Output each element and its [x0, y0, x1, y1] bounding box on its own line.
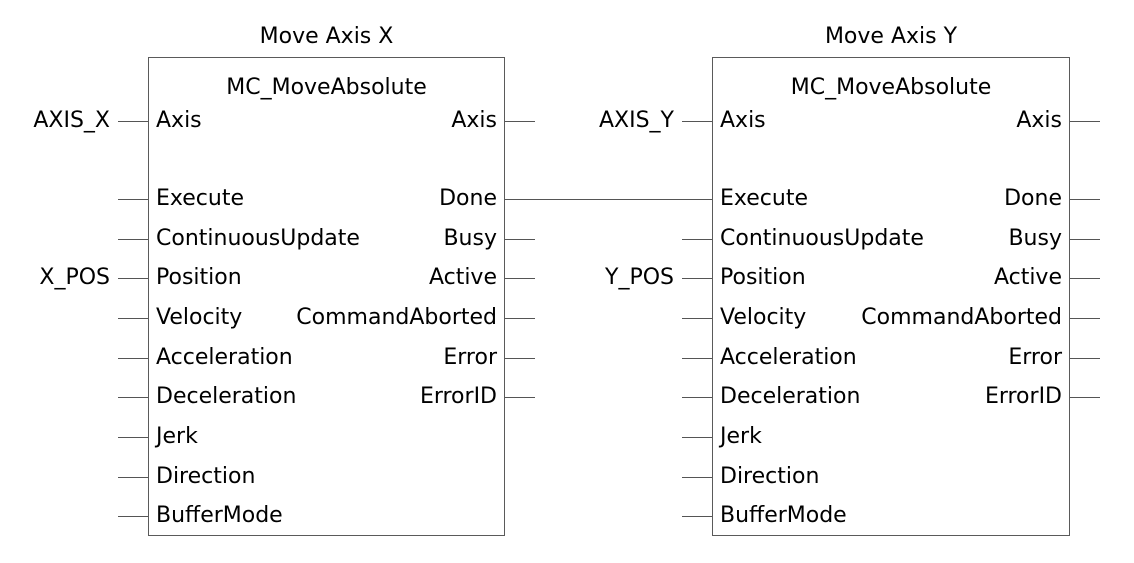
- output-pin-label-axis-y-axis: Axis: [1016, 108, 1062, 133]
- output-pin-label-axis-y-done: Done: [1004, 186, 1062, 211]
- output-pin-label-axis-x-busy: Busy: [443, 226, 497, 251]
- output-wire-axis-y-commandaborted[interactable]: [1070, 318, 1100, 319]
- block-title-move-axis-y: Move Axis Y: [824, 24, 958, 49]
- block-type-move-axis-y: MC_MoveAbsolute: [790, 75, 992, 100]
- connection-wire-done-to-execute[interactable]: [505, 199, 712, 200]
- output-pin-label-axis-y-busy: Busy: [1008, 226, 1062, 251]
- input-pin-label-axis-x-axis: Axis: [156, 108, 202, 133]
- input-wire-axis-x-velocity[interactable]: [118, 318, 148, 319]
- input-pin-label-axis-y-acceleration: Acceleration: [720, 345, 857, 370]
- input-wire-axis-y-deceleration[interactable]: [682, 397, 712, 398]
- input-pin-label-axis-y-execute: Execute: [720, 186, 808, 211]
- output-pin-label-axis-x-error: Error: [443, 345, 497, 370]
- input-wire-axis-x-jerk[interactable]: [118, 437, 148, 438]
- output-wire-axis-x-errorid[interactable]: [505, 397, 535, 398]
- output-wire-axis-x-busy[interactable]: [505, 239, 535, 240]
- output-pin-label-axis-x-axis: Axis: [451, 108, 497, 133]
- output-wire-axis-x-commandaborted[interactable]: [505, 318, 535, 319]
- input-wire-axis-x-acceleration[interactable]: [118, 358, 148, 359]
- input-wire-axis-y-continuousupdate[interactable]: [682, 239, 712, 240]
- input-wire-axis-x-buffermode[interactable]: [118, 516, 148, 517]
- block-title-move-axis-x: Move Axis X: [259, 24, 394, 49]
- output-wire-axis-x-active[interactable]: [505, 278, 535, 279]
- output-wire-axis-y-error[interactable]: [1070, 358, 1100, 359]
- input-wire-axis-y-position[interactable]: [682, 278, 712, 279]
- input-wire-axis-x-direction[interactable]: [118, 477, 148, 478]
- input-pin-label-axis-y-buffermode: BufferMode: [720, 503, 847, 528]
- input-pin-label-axis-x-velocity: Velocity: [156, 305, 243, 330]
- output-pin-label-axis-y-active: Active: [993, 265, 1062, 290]
- output-wire-axis-y-busy[interactable]: [1070, 239, 1100, 240]
- input-wire-axis-y-velocity[interactable]: [682, 318, 712, 319]
- input-pin-label-axis-y-continuousupdate: ContinuousUpdate: [720, 226, 924, 251]
- output-wire-axis-y-errorid[interactable]: [1070, 397, 1100, 398]
- input-pin-label-axis-x-position: Position: [156, 265, 242, 290]
- output-wire-axis-x-axis[interactable]: [505, 121, 535, 122]
- input-pin-label-axis-x-execute: Execute: [156, 186, 244, 211]
- output-wire-axis-y-axis[interactable]: [1070, 121, 1100, 122]
- output-wire-axis-y-active[interactable]: [1070, 278, 1100, 279]
- output-pin-label-axis-y-error: Error: [1008, 345, 1062, 370]
- input-wire-axis-y-jerk[interactable]: [682, 437, 712, 438]
- input-pin-label-axis-y-axis: Axis: [720, 108, 766, 133]
- output-wire-axis-x-error[interactable]: [505, 358, 535, 359]
- variable-label-y-pos[interactable]: Y_POS: [605, 265, 674, 290]
- output-pin-label-axis-x-done: Done: [439, 186, 497, 211]
- output-pin-label-axis-y-errorid: ErrorID: [984, 384, 1062, 409]
- input-pin-label-axis-y-deceleration: Deceleration: [720, 384, 861, 409]
- input-wire-axis-x-axis[interactable]: [118, 121, 148, 122]
- input-wire-axis-x-continuousupdate[interactable]: [118, 239, 148, 240]
- output-wire-axis-y-done[interactable]: [1070, 199, 1100, 200]
- input-pin-label-axis-y-jerk: Jerk: [720, 424, 762, 449]
- input-pin-label-axis-y-direction: Direction: [720, 464, 820, 489]
- input-pin-label-axis-x-jerk: Jerk: [156, 424, 198, 449]
- input-pin-label-axis-x-continuousupdate: ContinuousUpdate: [156, 226, 360, 251]
- block-type-move-axis-x: MC_MoveAbsolute: [226, 75, 427, 100]
- input-pin-label-axis-y-velocity: Velocity: [720, 305, 807, 330]
- function-block-move-axis-x[interactable]: [148, 57, 505, 536]
- variable-label-x-pos[interactable]: X_POS: [39, 265, 110, 290]
- output-pin-label-axis-x-commandaborted: CommandAborted: [296, 305, 497, 330]
- input-pin-label-axis-x-deceleration: Deceleration: [156, 384, 297, 409]
- input-pin-label-axis-y-position: Position: [720, 265, 806, 290]
- variable-label-axis-x[interactable]: AXIS_X: [33, 108, 110, 133]
- input-pin-label-axis-x-direction: Direction: [156, 464, 256, 489]
- input-wire-axis-y-direction[interactable]: [682, 477, 712, 478]
- output-pin-label-axis-x-active: Active: [428, 265, 497, 290]
- input-pin-label-axis-x-buffermode: BufferMode: [156, 503, 283, 528]
- output-pin-label-axis-y-commandaborted: CommandAborted: [861, 305, 1062, 330]
- function-block-move-axis-y[interactable]: [712, 57, 1070, 536]
- input-wire-axis-y-buffermode[interactable]: [682, 516, 712, 517]
- variable-label-axis-y[interactable]: AXIS_Y: [598, 108, 674, 133]
- input-wire-axis-y-axis[interactable]: [682, 121, 712, 122]
- input-wire-axis-y-acceleration[interactable]: [682, 358, 712, 359]
- input-wire-axis-x-execute[interactable]: [118, 199, 148, 200]
- input-wire-axis-x-position[interactable]: [118, 278, 148, 279]
- output-pin-label-axis-x-errorid: ErrorID: [419, 384, 497, 409]
- input-wire-axis-x-deceleration[interactable]: [118, 397, 148, 398]
- input-pin-label-axis-x-acceleration: Acceleration: [156, 345, 293, 370]
